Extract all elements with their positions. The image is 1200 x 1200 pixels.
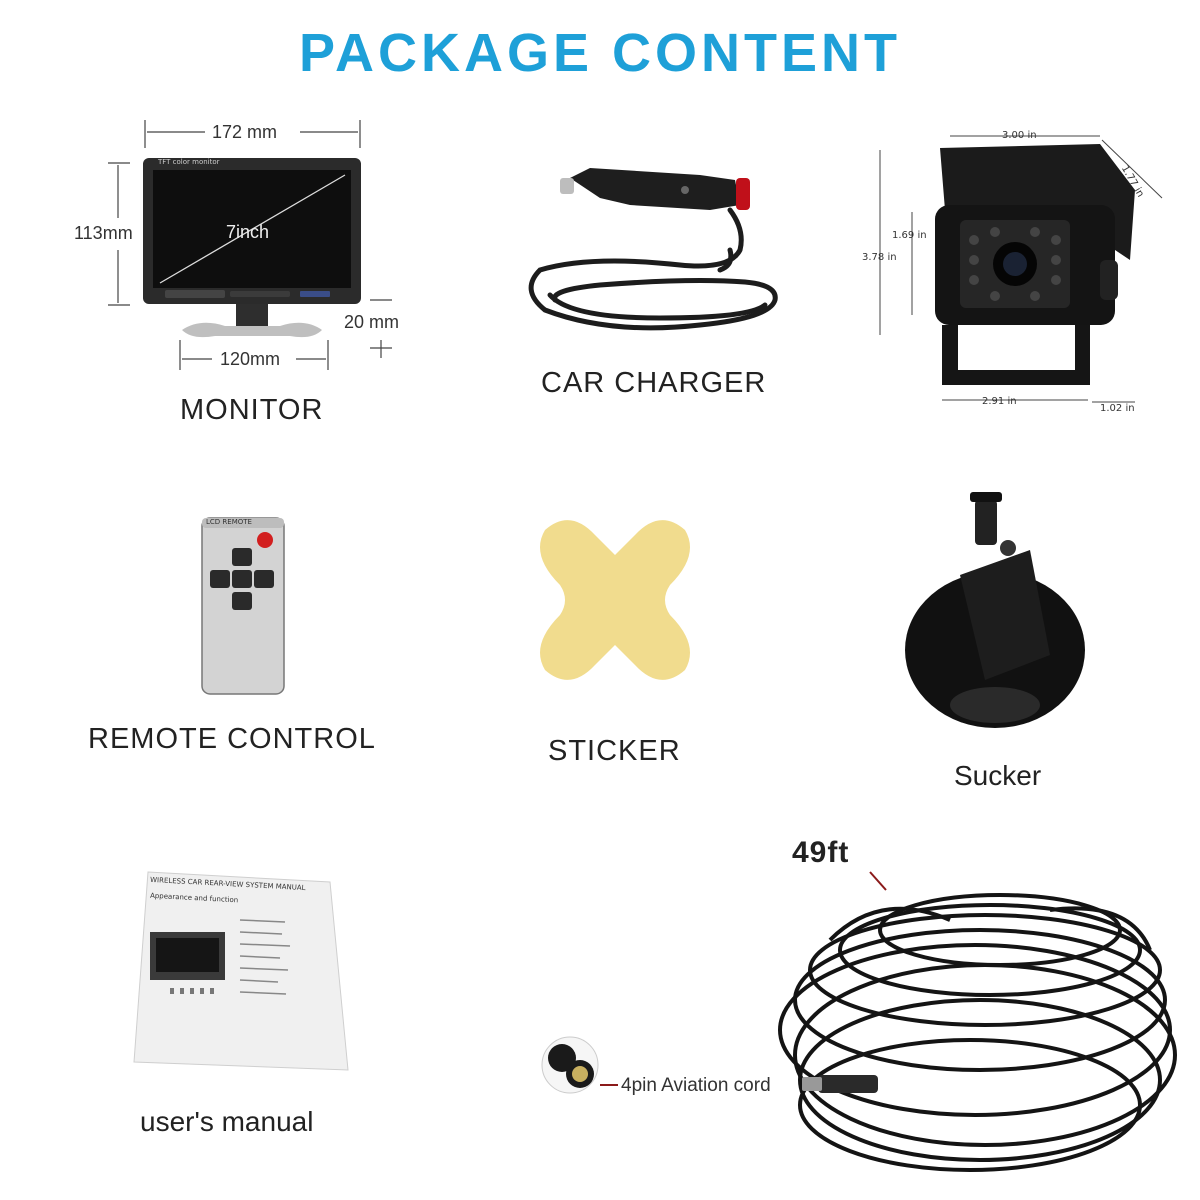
remote-control-label: REMOTE CONTROL [88,723,376,755]
monitor-image [108,120,392,370]
camera-base-width-dim: 2.91 in [982,396,1017,407]
aviation-cord-label: 4pin Aviation cord [621,1075,771,1096]
camera-base-depth-dim: 1.02 in [1100,403,1135,414]
sucker-label: Sucker [954,760,1042,791]
sucker-section: Sucker [890,480,1110,800]
camera-section: 3.00 in 1.77 in 1.69 in 3.78 in 2.91 in … [850,120,1190,430]
manual-image [133,871,349,1071]
cable-length-label: 49ft [792,836,850,869]
sticker-section: STICKER [500,500,730,780]
car-charger-section: CAR CHARGER [400,0,800,440]
monitor-base-dim: 120mm [220,349,281,369]
camera-image [879,135,1163,403]
monitor-label: MONITOR [180,394,324,426]
sticker-label: STICKER [548,735,681,767]
car-charger-label: CAR CHARGER [541,367,767,399]
monitor-height-dim: 113mm [74,223,133,243]
monitor-brand: TFT color monitor [158,158,220,166]
manual-section: WIRELESS CAR REAR-VIEW SYSTEM MANUAL App… [120,860,380,1180]
page-title: PACKAGE CONTENT [298,23,901,83]
monitor-diagonal: 7inch [226,222,270,242]
camera-width-dim: 3.00 in [1002,130,1037,141]
users-manual-label: user's manual [140,1106,314,1137]
cable-section: 49ft 4pin Aviation cord [530,830,1200,1190]
camera-lens-height-dim: 1.69 in [892,230,927,241]
camera-height-dim: 3.78 in [862,252,897,263]
monitor-section: TFT color monitor 172 mm 113mm 7inch 20 … [0,0,400,440]
monitor-stand-dim: 20 mm [344,312,400,332]
remote-section: LCD REMOTE REMOTE CONTROL [60,500,420,770]
car-charger-image [528,168,778,331]
remote-image [201,517,285,695]
cable-coil-image [541,871,1177,1172]
remote-header: LCD REMOTE [206,518,252,526]
sucker-image [905,492,1085,728]
monitor-width-dim: 172 mm [212,122,278,142]
sticker-image [540,520,690,680]
